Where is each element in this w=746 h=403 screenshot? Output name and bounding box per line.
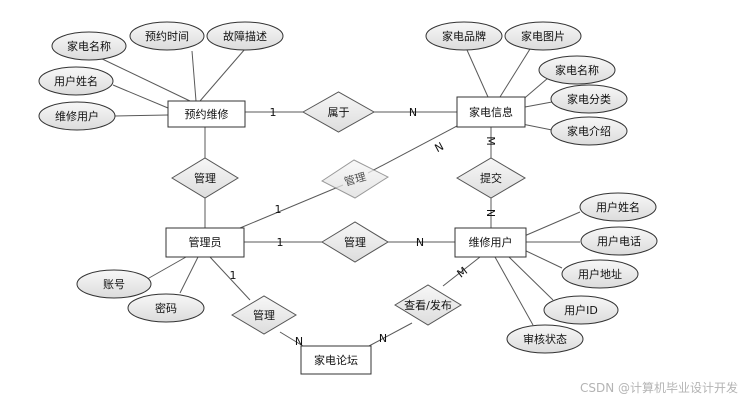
edge-yuyue-yonghuxingming — [112, 84, 169, 109]
attribute-yuyue-jiadian-mingcheng[interactable]: 家电名称 — [51, 31, 127, 61]
cardinality-guanli-mid-left: 1 — [277, 236, 284, 249]
cardinality-labels: 1 N M N 1 N 1 N 1 N M N — [230, 106, 498, 348]
relationship-guanli-bottom-label: 管理 — [253, 308, 275, 322]
cardinality-guanli-diag-right: N — [433, 140, 446, 155]
attribute-weixiu-yonghu[interactable]: 维修用户 — [38, 101, 116, 131]
attribute-yonghu-xingming-label: 用户姓名 — [596, 200, 640, 214]
attribute-jiadian-tupian-label: 家电图片 — [521, 29, 565, 43]
edge-yuyue-yuyueshijian — [191, 50, 197, 102]
entity-jiadian-xinxi[interactable]: 家电信息 — [456, 96, 526, 128]
relationship-guanli-top-label: 管理 — [194, 171, 216, 185]
cardinality-guanli-bottom-bottom: N — [295, 335, 303, 348]
edge-guanliyuan-guanlidiag — [239, 184, 344, 229]
attribute-yonghu-xingming[interactable]: 用户姓名 — [579, 192, 657, 222]
edge-guanliyuan-zhanghao — [141, 256, 187, 283]
attribute-yuyue-shijian[interactable]: 预约时间 — [129, 21, 205, 51]
edge-yuyue-weixiuyonghu — [114, 114, 169, 117]
cardinality-chakan-bottom: N — [379, 332, 387, 345]
attribute-mima[interactable]: 密码 — [127, 293, 205, 323]
entity-yuyue-weixiu[interactable]: 预约维修 — [167, 100, 246, 128]
attribute-jiadian-fenlei-label: 家电分类 — [567, 92, 611, 106]
cardinality-guanli-mid-right: N — [416, 236, 424, 249]
edge-weixiuyonghu-shenhe — [494, 256, 534, 326]
attribute-jiadian-mingcheng-label: 家电名称 — [555, 63, 599, 77]
relationship-chakan-fabu[interactable]: 查看/发布 — [394, 284, 462, 326]
edge-chakan-luntan — [368, 322, 413, 347]
connector-lines — [95, 48, 581, 347]
edge-yuyue-jiadianmingcheng — [95, 55, 191, 102]
attribute-yonghu-dizhi-label: 用户地址 — [578, 267, 622, 281]
relationship-guanli-bottom[interactable]: 管理 — [231, 295, 297, 335]
cardinality-guanli-bottom-top: 1 — [230, 269, 237, 282]
cardinality-tijiao-bottom: N — [484, 209, 497, 217]
entity-weixiu-yonghu[interactable]: 维修用户 — [454, 227, 527, 258]
relationship-shuyu-label: 属于 — [328, 106, 350, 119]
attribute-mima-label: 密码 — [155, 301, 177, 315]
cardinality-shuyu-right: N — [409, 106, 417, 119]
edge-weixiuyonghu-id — [508, 256, 554, 301]
attribute-yuyue-jiadian-mingcheng-label: 家电名称 — [67, 39, 111, 53]
attribute-jiadian-pinpai[interactable]: 家电品牌 — [425, 21, 503, 51]
attribute-yonghu-dianhua-label: 用户电话 — [597, 234, 641, 248]
attribute-yonghu-dizhi[interactable]: 用户地址 — [561, 259, 639, 289]
attribute-jiadian-pinpai-label: 家电品牌 — [442, 29, 486, 43]
attribute-yonghu-id-label: 用户ID — [564, 303, 598, 317]
attribute-yonghu-id[interactable]: 用户ID — [543, 295, 619, 325]
edge-jiadian-jieshao — [521, 123, 553, 131]
edge-guanliyuan-guanlibottom — [209, 256, 251, 301]
attribute-jiadian-mingcheng[interactable]: 家电名称 — [538, 55, 616, 85]
attribute-shenhe-zhuangtai[interactable]: 审核状态 — [506, 324, 584, 354]
entity-weixiu-yonghu-label: 维修用户 — [469, 235, 513, 249]
relationship-guanli-diag[interactable]: 管理 — [321, 159, 390, 199]
attribute-guzhang-miaoshu[interactable]: 故障描述 — [206, 21, 284, 51]
edge-jiadian-tupian — [499, 48, 531, 98]
relationship-guanli-diag-label: 管理 — [342, 169, 367, 189]
entity-yuyue-weixiu-label: 预约维修 — [185, 107, 229, 121]
watermark-text: CSDN @计算机毕业设计开发 — [580, 380, 738, 395]
entity-guanliyuan-label: 管理员 — [189, 235, 222, 249]
edge-guanlidiag-jiadian — [367, 125, 458, 174]
relationship-chakan-fabu-label: 查看/发布 — [404, 298, 452, 312]
relationship-guanli-mid-label: 管理 — [344, 235, 366, 249]
attribute-jiadian-tupian[interactable]: 家电图片 — [504, 21, 582, 51]
entity-jiadian-luntan-label: 家电论坛 — [314, 353, 358, 367]
attribute-jiadian-fenlei[interactable]: 家电分类 — [550, 84, 628, 114]
edge-jiadian-fenlei — [524, 101, 553, 108]
relationship-guanli-mid[interactable]: 管理 — [321, 221, 389, 263]
cardinality-tijiao-top: M — [484, 136, 497, 146]
attribute-yuyue-yonghu-xingming-label: 用户姓名 — [54, 74, 98, 88]
entity-guanliyuan[interactable]: 管理员 — [165, 227, 245, 258]
edge-guanlibottom-luntan — [279, 331, 304, 347]
attribute-guzhang-miaoshu-label: 故障描述 — [223, 29, 267, 43]
relationship-guanli-top[interactable]: 管理 — [171, 157, 239, 199]
relationship-tijiao[interactable]: 提交 — [456, 157, 526, 199]
attribute-yuyue-shijian-label: 预约时间 — [145, 30, 189, 43]
attribute-jiadian-jieshao-label: 家电介绍 — [567, 124, 611, 138]
edge-yuyue-guzhangmiaoshu — [199, 48, 246, 102]
relationship-tijiao-label: 提交 — [480, 171, 502, 185]
attribute-zhanghao[interactable]: 账号 — [76, 269, 152, 299]
attribute-yonghu-dianhua[interactable]: 用户电话 — [580, 226, 658, 256]
edge-weixiuyonghu-xingming — [521, 211, 581, 238]
entity-jiadian-xinxi-label: 家电信息 — [469, 105, 513, 119]
cardinality-shuyu-left: 1 — [270, 106, 277, 119]
attribute-weixiu-yonghu-label: 维修用户 — [55, 109, 99, 123]
attribute-zhanghao-label: 账号 — [103, 278, 125, 291]
edge-weixiuyonghu-chakan — [442, 256, 481, 287]
cardinality-guanli-diag-left: 1 — [275, 203, 282, 216]
edge-jiadian-pinpai — [466, 49, 489, 98]
attribute-shenhe-zhuangtai-label: 审核状态 — [523, 332, 567, 346]
entity-jiadian-luntan[interactable]: 家电论坛 — [300, 345, 372, 375]
edge-guanliyuan-mima — [179, 256, 199, 294]
attribute-jiadian-jieshao[interactable]: 家电介绍 — [550, 116, 628, 146]
edge-weixiuyonghu-dizhi — [521, 248, 563, 269]
attribute-yuyue-yonghu-xingming[interactable]: 用户姓名 — [38, 66, 114, 96]
relationship-shuyu[interactable]: 属于 — [301, 91, 376, 133]
